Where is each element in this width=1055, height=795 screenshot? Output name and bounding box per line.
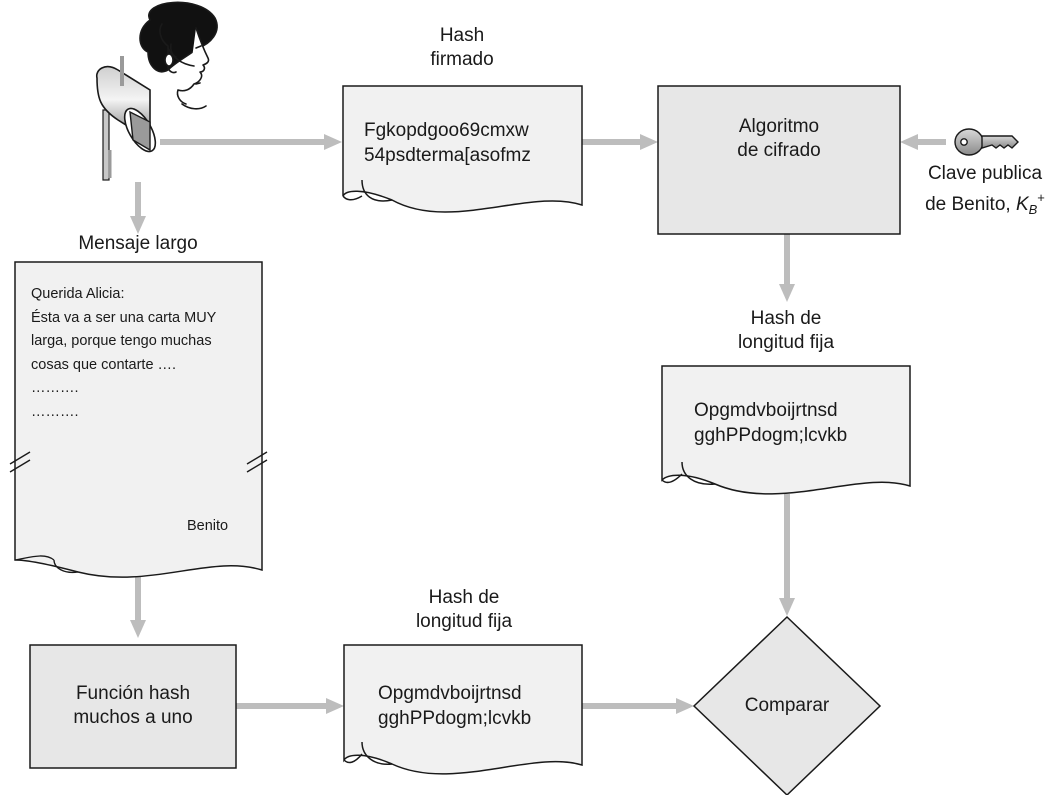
public-key-line2: de Benito, KB+ — [918, 186, 1052, 222]
public-key-symbol: K — [1015, 194, 1029, 215]
right-hash-text: Opgmdvboijrtnsd gghPPdogm;lcvkb — [694, 398, 847, 448]
right-hash-title: Hash de longitud fija — [706, 307, 866, 355]
message-title: Mensaje largo — [78, 233, 198, 254]
bottom-hash-title: Hash de longitud fija — [384, 586, 544, 634]
message-line: Querida Alicia: — [31, 286, 125, 302]
connectors — [130, 134, 946, 714]
bottom-hash-line1: Opgmdvboijrtnsd — [378, 683, 522, 704]
bottom-hash-text: Opgmdvboijrtnsd gghPPdogm;lcvkb — [378, 681, 531, 731]
signed-hash-doc — [342, 85, 583, 213]
signed-hash-title-line1: Hash — [439, 25, 485, 46]
encrypt-box-line1: Algoritmo — [738, 116, 820, 137]
public-key-label: Clave publica de Benito, KB+ — [918, 162, 1052, 222]
signed-hash-text: Fgkopdgoo69cmxw 54psdterma[asofmz — [364, 118, 531, 168]
bottom-hash-doc — [343, 644, 583, 775]
break-marks — [9, 451, 268, 473]
right-hash-doc — [661, 365, 911, 495]
right-hash-title-line2: longitud fija — [737, 332, 835, 353]
bottom-hash-line2: gghPPdogm;lcvkb — [378, 708, 532, 729]
woman-icon — [139, 1, 218, 110]
compare-label: Comparar — [744, 695, 830, 716]
message-line: Ésta va a ser una carta MUY — [31, 309, 217, 326]
message-line: ………. — [31, 380, 79, 396]
signed-hash-line1: Fgkopdgoo69cmxw — [364, 120, 529, 141]
encrypt-box — [657, 85, 901, 235]
public-key-superscript: + — [1037, 190, 1045, 205]
message-line: cosas que contarte …. — [31, 356, 177, 373]
right-hash-title-line1: Hash de — [750, 308, 822, 329]
encrypt-box-line2: de cifrado — [737, 140, 821, 161]
hash-function-line2: muchos a uno — [73, 707, 193, 728]
public-key-subscript: B — [1028, 202, 1038, 217]
hash-function-box — [29, 644, 237, 769]
signed-hash-title: Hash firmado — [412, 24, 512, 72]
hash-function-label: Función hash muchos a uno — [30, 682, 236, 730]
bottom-hash-title-line1: Hash de — [428, 587, 500, 608]
hash-function-line1: Función hash — [75, 683, 191, 704]
right-hash-line1: Opgmdvboijrtnsd — [694, 400, 838, 421]
message-doc — [14, 261, 263, 578]
message-body: Querida Alicia: Ésta va a ser una carta … — [31, 283, 216, 424]
bottom-hash-title-line2: longitud fija — [415, 611, 513, 632]
mailbox-icon — [95, 56, 157, 181]
compare-diamond — [692, 615, 882, 795]
public-key-line1: Clave publica — [927, 163, 1043, 184]
public-key-prefix: de Benito, — [925, 194, 1016, 215]
right-hash-line2: gghPPdogm;lcvkb — [694, 425, 848, 446]
key-icon — [954, 128, 1019, 156]
message-line: larga, porque tengo muchas — [31, 333, 212, 349]
signed-hash-line2: 54psdterma[asofmz — [364, 145, 531, 166]
message-line: ………. — [31, 403, 79, 420]
message-signature: Benito — [187, 518, 229, 534]
encrypt-box-label: Algoritmo de cifrado — [658, 115, 900, 163]
signed-hash-title-line2: firmado — [430, 49, 494, 70]
